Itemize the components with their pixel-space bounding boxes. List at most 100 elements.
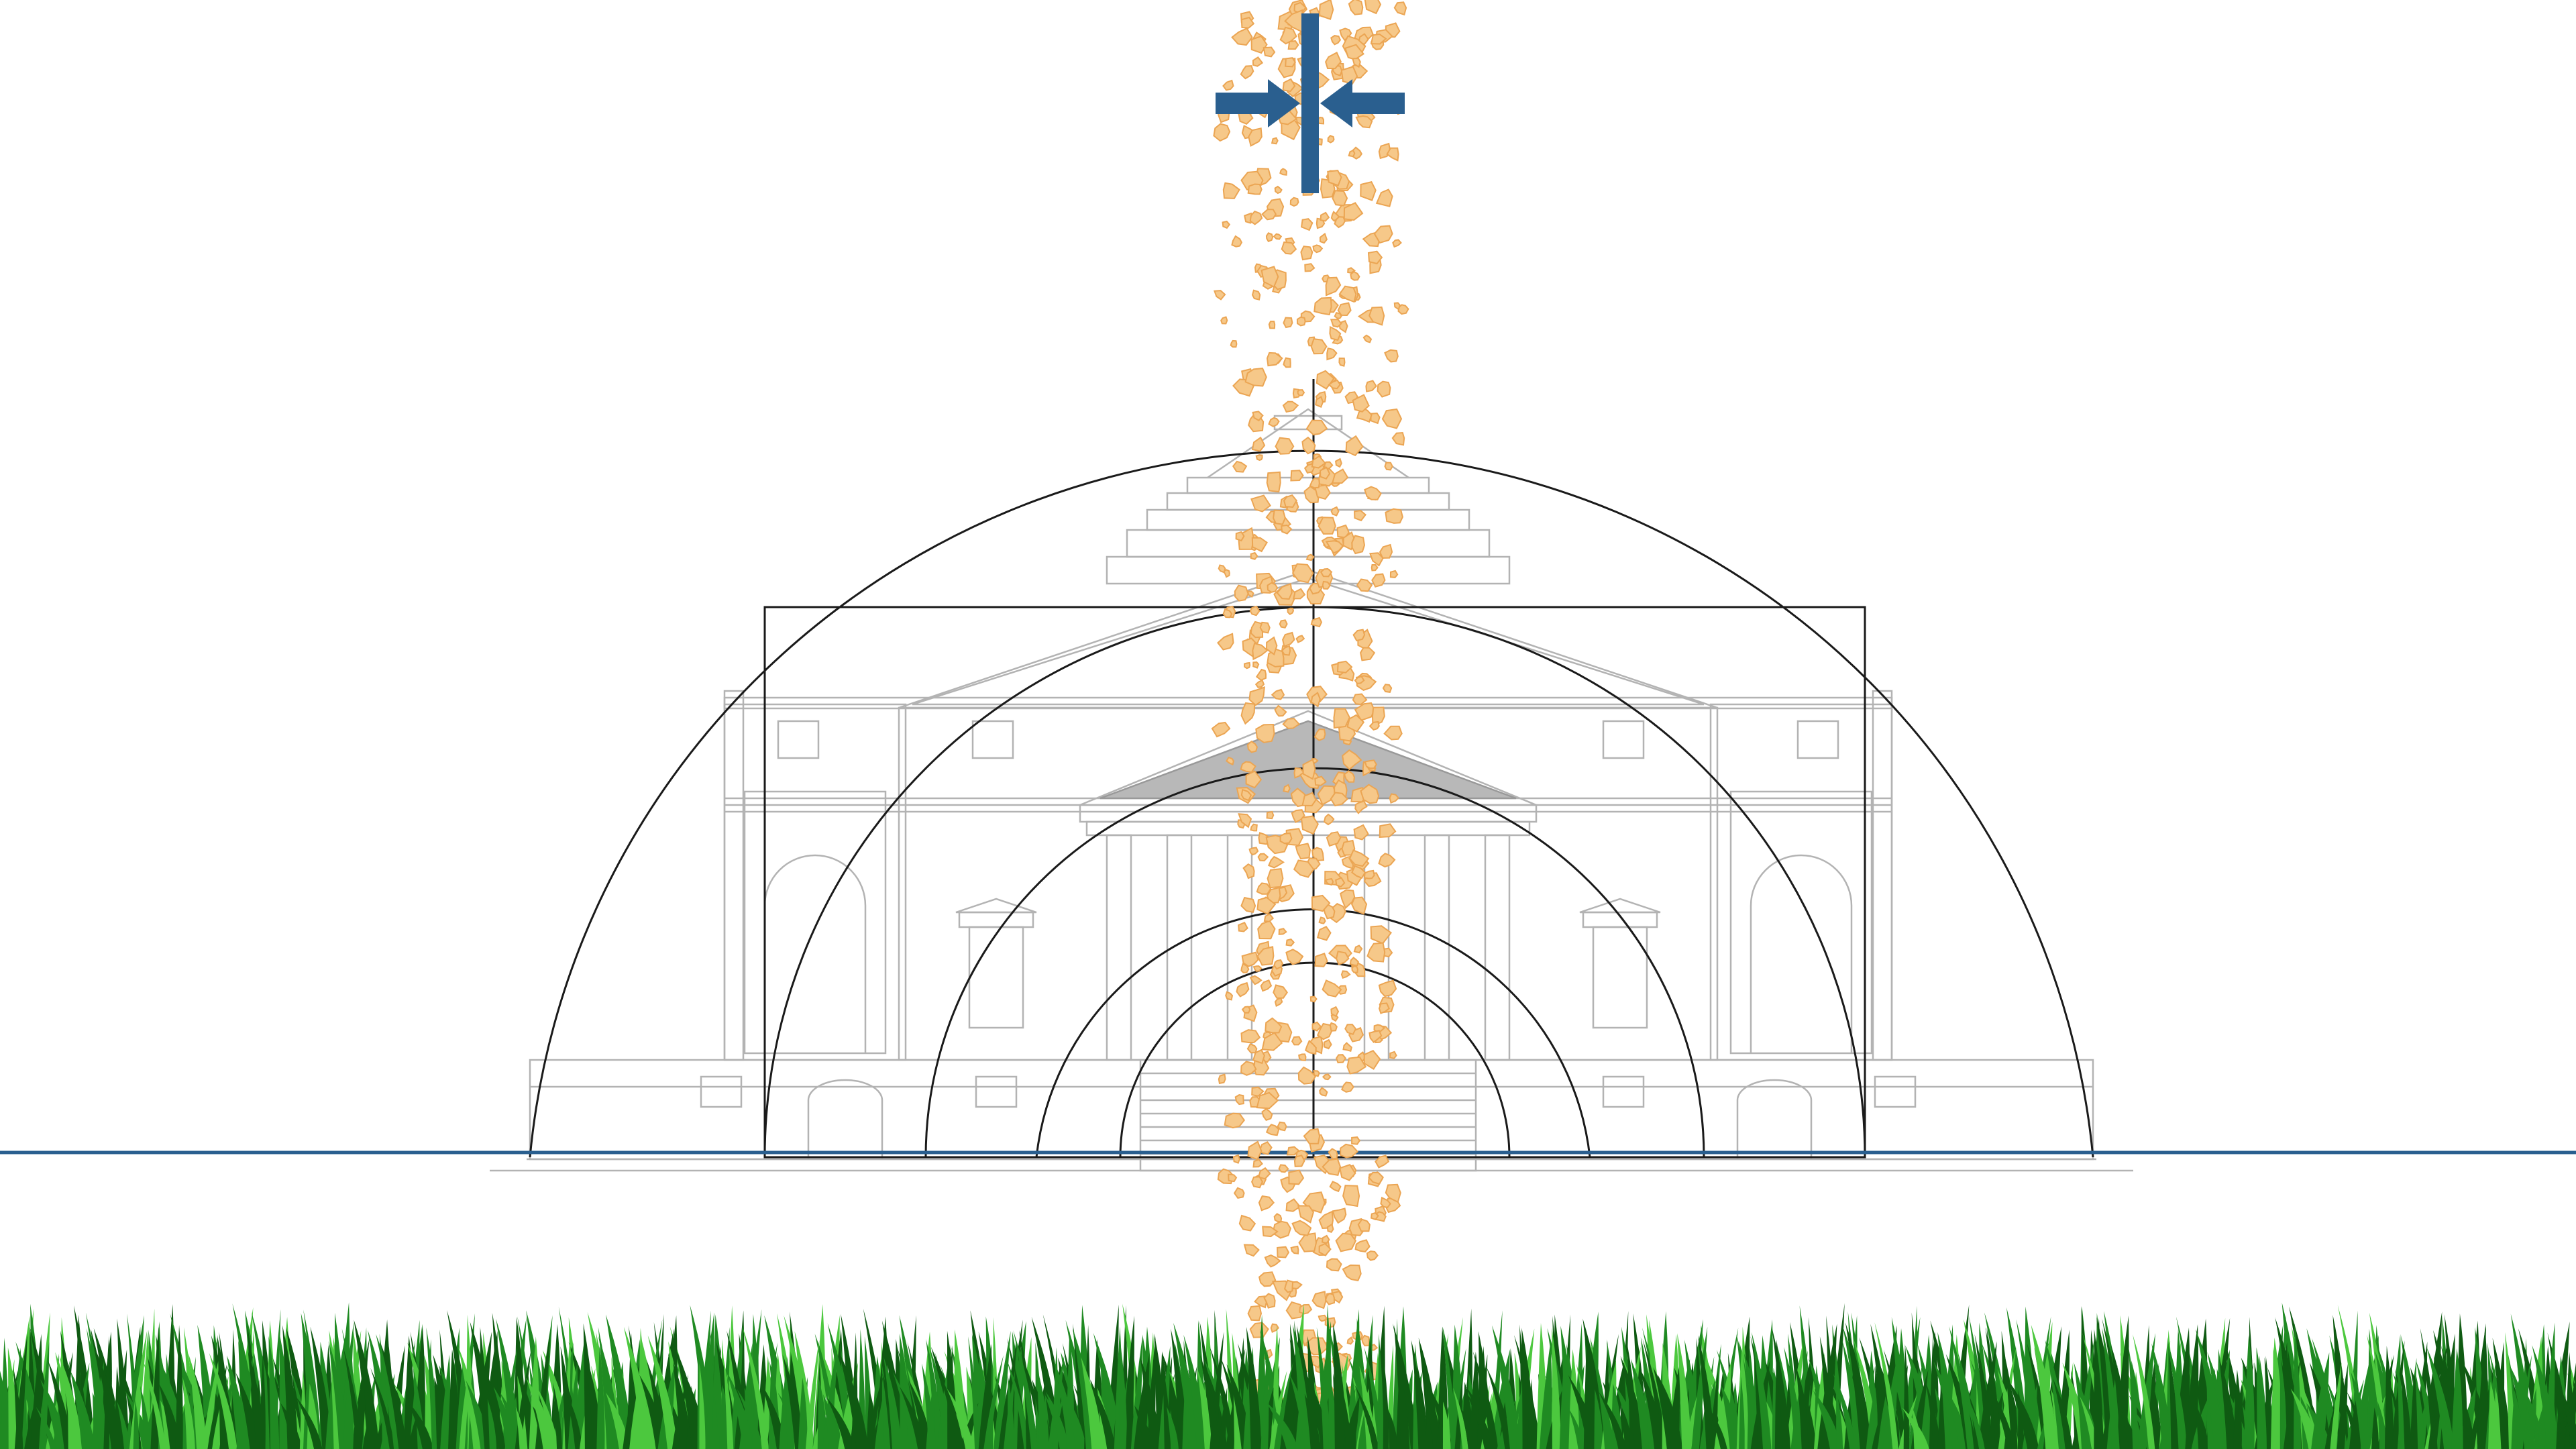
grain-particle <box>1282 631 1295 647</box>
grass-blade <box>426 1327 439 1449</box>
grain-particle <box>1295 843 1311 860</box>
grain-particle <box>1322 979 1342 998</box>
grass-blade <box>947 1388 975 1449</box>
grain-particle <box>1252 642 1269 661</box>
grain-particle <box>1241 1006 1251 1014</box>
grain-particle <box>1232 1154 1240 1164</box>
grain-particle <box>1279 832 1293 845</box>
grain-particle <box>1338 285 1357 303</box>
grain-particle <box>1291 563 1314 584</box>
grass-blade <box>30 1334 42 1449</box>
grain-particle <box>1323 813 1335 826</box>
grain-particle <box>1366 1250 1379 1261</box>
grass-blade <box>30 1327 55 1449</box>
grain-particle <box>1285 938 1295 947</box>
grain-particle <box>1301 792 1317 807</box>
grain-particle <box>1283 494 1298 508</box>
grass-blade <box>1218 1387 1228 1449</box>
grain-particle <box>1285 1198 1301 1212</box>
grain-particle <box>1291 1036 1303 1046</box>
grain-particle <box>1252 411 1264 422</box>
grain-particle <box>1324 1293 1336 1305</box>
grain-particle <box>1354 800 1368 814</box>
grain-particle <box>1336 951 1350 965</box>
grain-particle <box>1321 1234 1330 1244</box>
grain-particle <box>1293 767 1305 779</box>
grain-particle <box>1225 991 1234 1001</box>
grain-particle <box>1326 347 1338 361</box>
grain-particle <box>1340 66 1358 85</box>
grain-particle <box>1240 16 1255 29</box>
grass-blade <box>2400 1364 2412 1449</box>
grain-particle <box>1252 56 1264 67</box>
grain-particle <box>1252 1159 1263 1168</box>
grain-particle <box>1334 216 1346 229</box>
grain-particle <box>1368 306 1385 326</box>
grass-strip <box>0 1302 2576 1449</box>
grass-blade <box>2477 1326 2488 1449</box>
grain-particle <box>1342 749 1362 771</box>
grain-particle <box>1261 1108 1273 1121</box>
grass-blade <box>1197 1368 1215 1449</box>
grass-blade <box>117 1318 129 1449</box>
grain-particle <box>1325 540 1344 554</box>
grain-particle <box>1222 182 1240 199</box>
grass-blade <box>2007 1379 2039 1449</box>
grain-particle <box>1364 486 1382 500</box>
grass-blade <box>1691 1326 1708 1449</box>
grass-blade <box>1442 1401 1451 1449</box>
grass-blade <box>742 1326 769 1449</box>
grain-particle <box>1254 679 1265 688</box>
grain-particle <box>1270 1323 1279 1333</box>
grass-blade <box>140 1385 151 1449</box>
grass-blade <box>1289 1373 1315 1449</box>
grass-blade <box>2558 1385 2576 1449</box>
grain-particle <box>1323 1038 1332 1050</box>
grass-blade <box>2341 1392 2361 1449</box>
grass-blade <box>647 1335 678 1449</box>
grain-particle <box>1367 250 1383 265</box>
grain-particle <box>1362 334 1373 343</box>
grain-particle <box>1342 1185 1360 1208</box>
grain-particle <box>1363 1049 1381 1070</box>
grain-particle <box>1250 551 1258 560</box>
grass-blade <box>606 1314 633 1449</box>
grass-blade <box>364 1381 377 1449</box>
grain-particle <box>1301 436 1316 455</box>
grass-blade <box>59 1355 83 1449</box>
grain-particle <box>1318 1314 1328 1322</box>
grain-particle <box>1273 233 1283 240</box>
grain-particle <box>1335 458 1342 468</box>
grain-particle <box>1279 168 1287 176</box>
grass-blade <box>343 1347 362 1449</box>
grass-blade <box>1 1338 9 1449</box>
grain-particle <box>1260 266 1279 288</box>
grass-blade <box>535 1384 559 1449</box>
grain-particle <box>1234 584 1249 602</box>
grain-particle <box>1274 185 1283 195</box>
grass-blade <box>1387 1408 1398 1449</box>
grain-particle <box>1238 813 1252 828</box>
grass-blade <box>2053 1379 2073 1449</box>
grass-blade <box>2133 1334 2155 1449</box>
grass-blade <box>1007 1375 1015 1449</box>
grain-particle <box>1361 1334 1371 1346</box>
grain-particle <box>1290 470 1304 482</box>
grass-blade <box>2371 1407 2379 1449</box>
grass-blade <box>1377 1334 1384 1449</box>
grain-particle <box>1318 1242 1332 1256</box>
grain-particle <box>1319 232 1328 244</box>
grain-particle <box>1293 588 1306 600</box>
grass-blade <box>133 1399 140 1449</box>
grain-particle <box>1267 582 1279 593</box>
grain-particle <box>1348 1026 1364 1042</box>
grain-particle <box>1355 115 1373 129</box>
grain-particle <box>1251 289 1261 301</box>
grain-particle <box>1363 869 1375 879</box>
grass-blade <box>2385 1346 2394 1449</box>
grain-particle <box>1330 35 1342 46</box>
grass-blade <box>705 1362 714 1449</box>
grain-particle <box>1261 1032 1283 1051</box>
grain-particle <box>1218 564 1226 574</box>
grain-particle <box>1240 65 1254 80</box>
